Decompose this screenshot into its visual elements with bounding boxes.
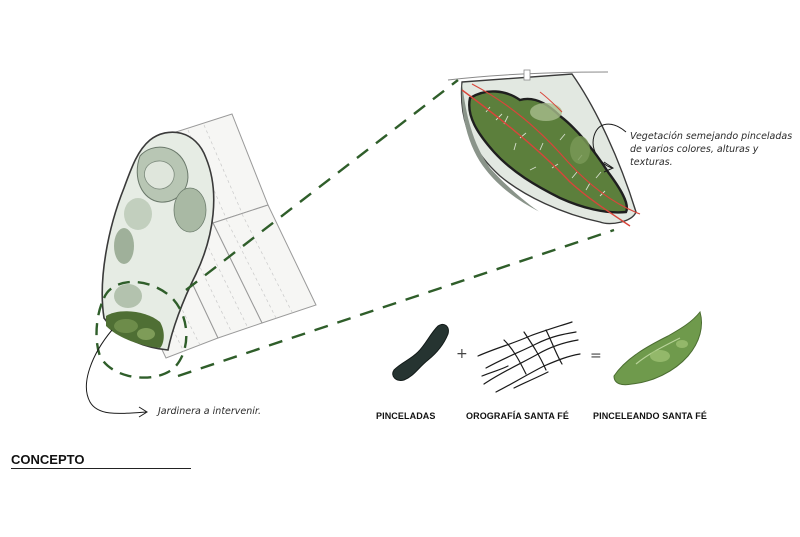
site-vegetation bbox=[106, 146, 207, 348]
section-title-underline bbox=[11, 468, 191, 469]
vegetation-annotation-line-1: Vegetación semejando pinceladas bbox=[630, 131, 793, 142]
red-orography-line-1 bbox=[461, 89, 631, 227]
planter-callout-arrowhead bbox=[138, 406, 148, 418]
red-orography-line-3 bbox=[539, 91, 563, 113]
legend-equals-sign: = bbox=[590, 348, 602, 364]
enlarged-planter-notch bbox=[523, 69, 531, 81]
brushstroke-icon bbox=[392, 323, 449, 381]
vegetation-leaf-icon bbox=[613, 310, 702, 386]
vegetation-callout-arrow bbox=[592, 123, 627, 169]
vegetation-annotation-line-2: de varios colores, alturas y texturas. bbox=[630, 144, 759, 168]
enlarged-planter bbox=[447, 69, 641, 227]
legend-plus-sign: + bbox=[456, 346, 468, 362]
projection-lines bbox=[177, 79, 615, 378]
planter-highlight-ellipse bbox=[95, 280, 188, 379]
legend-label-orography: OROGRAFÍA SANTA FÉ bbox=[466, 411, 569, 421]
planter-callout-arrow bbox=[86, 329, 147, 414]
planter-annotation: Jardinera a intervenir. bbox=[158, 406, 261, 417]
projection-line-bottom bbox=[177, 228, 615, 378]
enlarged-vegetation-mass bbox=[468, 90, 629, 214]
legend-label-result: PINCELEANDO SANTA FÉ bbox=[593, 411, 708, 421]
orography-icon bbox=[477, 321, 581, 393]
vegetation-annotation: Vegetación semejando pinceladas de vario… bbox=[630, 130, 800, 169]
section-title: CONCEPTO bbox=[11, 452, 85, 467]
vegetation-callout-arrowhead bbox=[603, 161, 615, 173]
projection-line-top bbox=[185, 79, 459, 291]
enlarged-planter-outer-band bbox=[461, 82, 540, 212]
red-orography-line-2 bbox=[471, 83, 641, 215]
legend-label-brushstrokes: PINCELADAS bbox=[376, 411, 436, 421]
